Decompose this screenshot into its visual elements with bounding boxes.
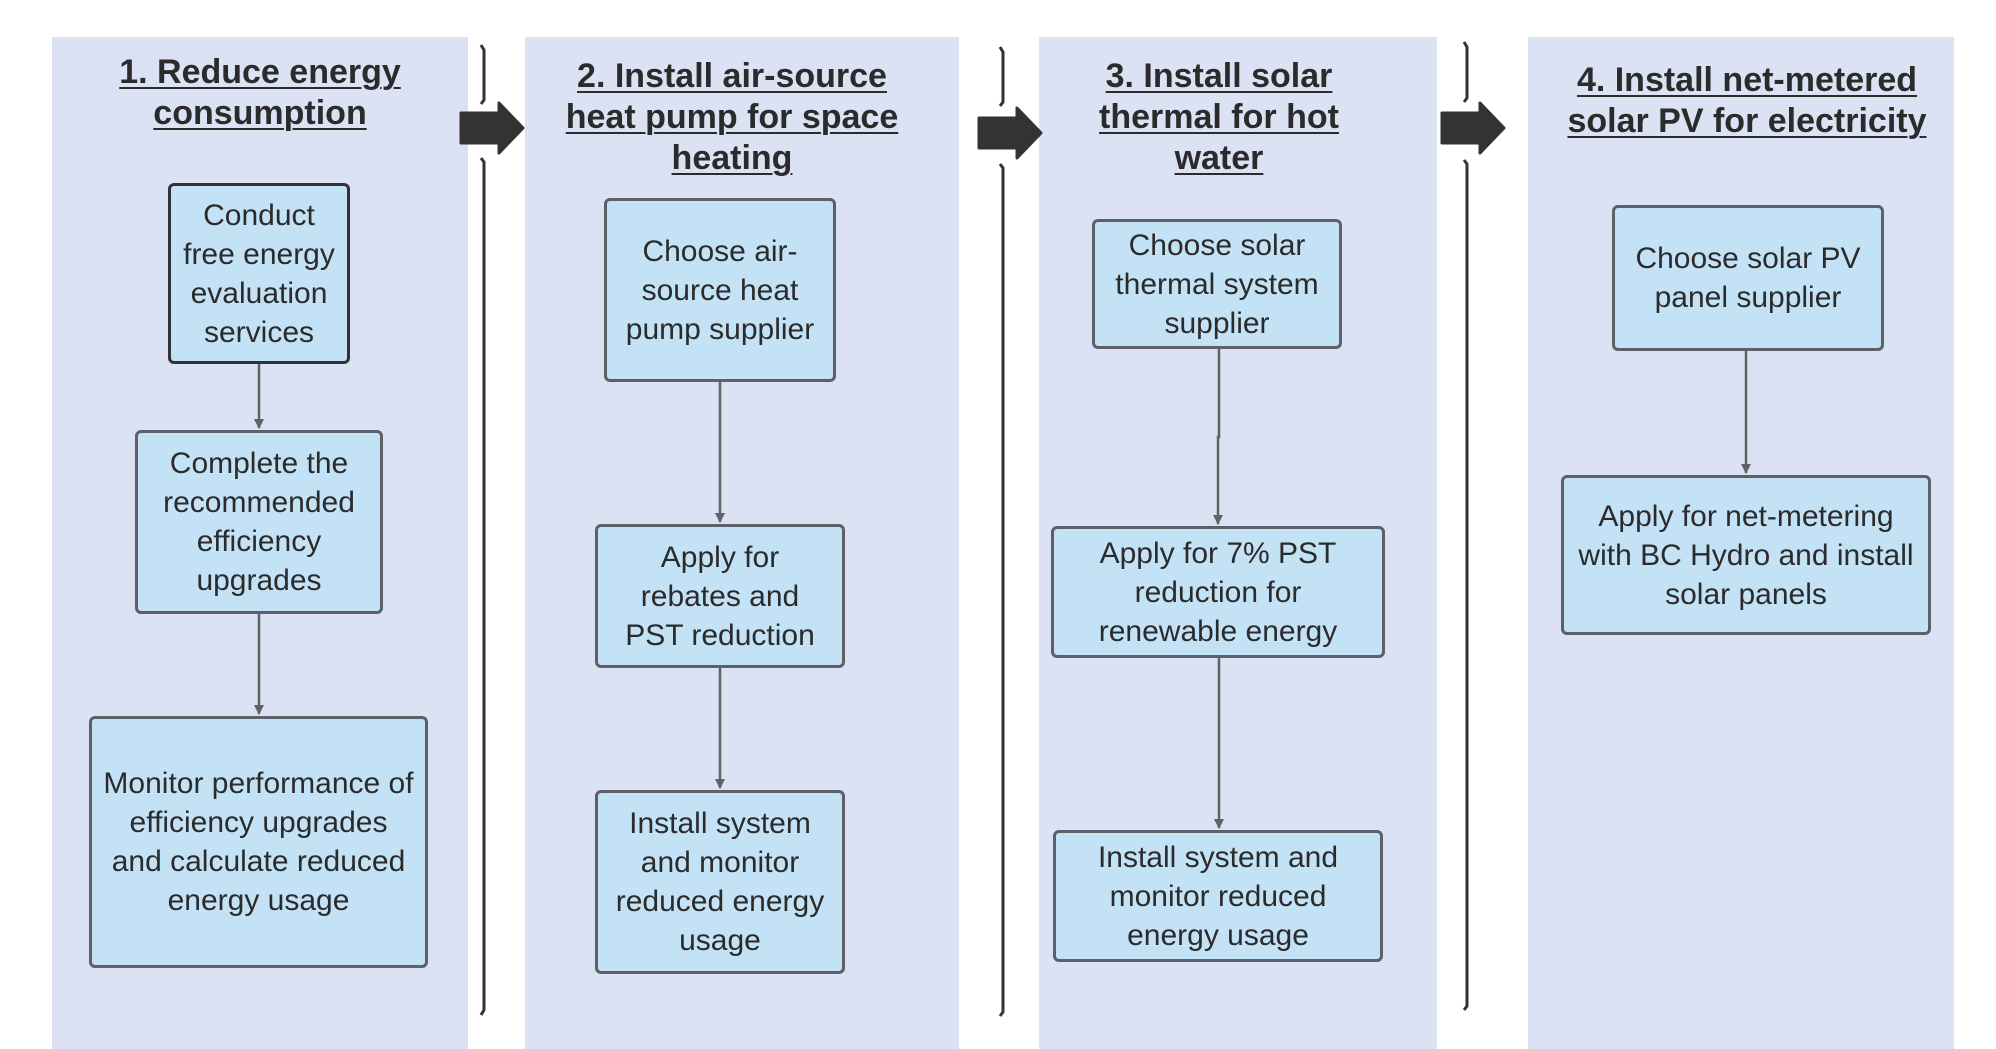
step-label: Apply for net-metering with BC Hydro and… [1578,499,1914,611]
separator-1-top [479,44,486,105]
step-label: Apply for 7% PST reduction for renewable… [1098,536,1338,648]
lane-4-title: 4. Install net-metered solar PV for elec… [1567,61,1927,140]
step-choose-solar-pv-supplier: Choose solar PV panel supplier [1612,205,1884,351]
block-right-arrow-icon [977,106,1043,160]
step-monitor-performance: Monitor performance of efficiency upgrad… [89,716,428,968]
step-label: Install system and monitor reduced energ… [615,807,825,957]
step-apply-net-metering: Apply for net-metering with BC Hydro and… [1561,475,1931,635]
step-connectors [254,349,1751,829]
separator-3-bottom [1462,159,1469,1011]
step-label: Apply for rebates and PST reduction [625,540,815,652]
step-label: Choose solar thermal system supplier [1115,228,1319,340]
step-label: Monitor performance of efficiency upgrad… [103,767,414,917]
step-label: Choose air-source heat pump supplier [625,234,815,346]
lane-2-title: 2. Install air-source heat pump for spac… [565,57,899,177]
step-label: Choose solar PV panel supplier [1635,242,1861,314]
step-apply-pst-reduction: Apply for 7% PST reduction for renewable… [1051,526,1385,658]
separator-3-top [1462,41,1469,103]
step-label: Install system and monitor reduced energ… [1097,840,1339,952]
separator-2-bottom [998,163,1005,1017]
step-label: Conduct free energy evaluation services [183,198,335,349]
step-label: Complete the recommended efficiency upgr… [163,447,355,597]
lane-1-title: 1. Reduce energy consumption [119,53,401,132]
step-choose-heat-pump-supplier: Choose air-source heat pump supplier [604,198,836,382]
separator-2-top [998,46,1005,107]
block-right-arrow-icon [459,101,525,155]
step-install-solar-thermal-monitor: Install system and monitor reduced energ… [1053,830,1383,962]
lane-3-title: 3. Install solar thermal for hot water [1099,57,1339,177]
separator-1-bottom [479,157,486,1016]
step-install-heat-pump-monitor: Install system and monitor reduced energ… [595,790,845,974]
block-right-arrow-icon [1440,101,1506,155]
step-choose-solar-thermal-supplier: Choose solar thermal system supplier [1092,219,1342,349]
step-conduct-energy-evaluation: Conduct free energy evaluation services [168,183,350,364]
step-apply-rebates-pst: Apply for rebates and PST reduction [595,524,845,668]
step-complete-efficiency-upgrades: Complete the recommended efficiency upgr… [135,430,383,614]
